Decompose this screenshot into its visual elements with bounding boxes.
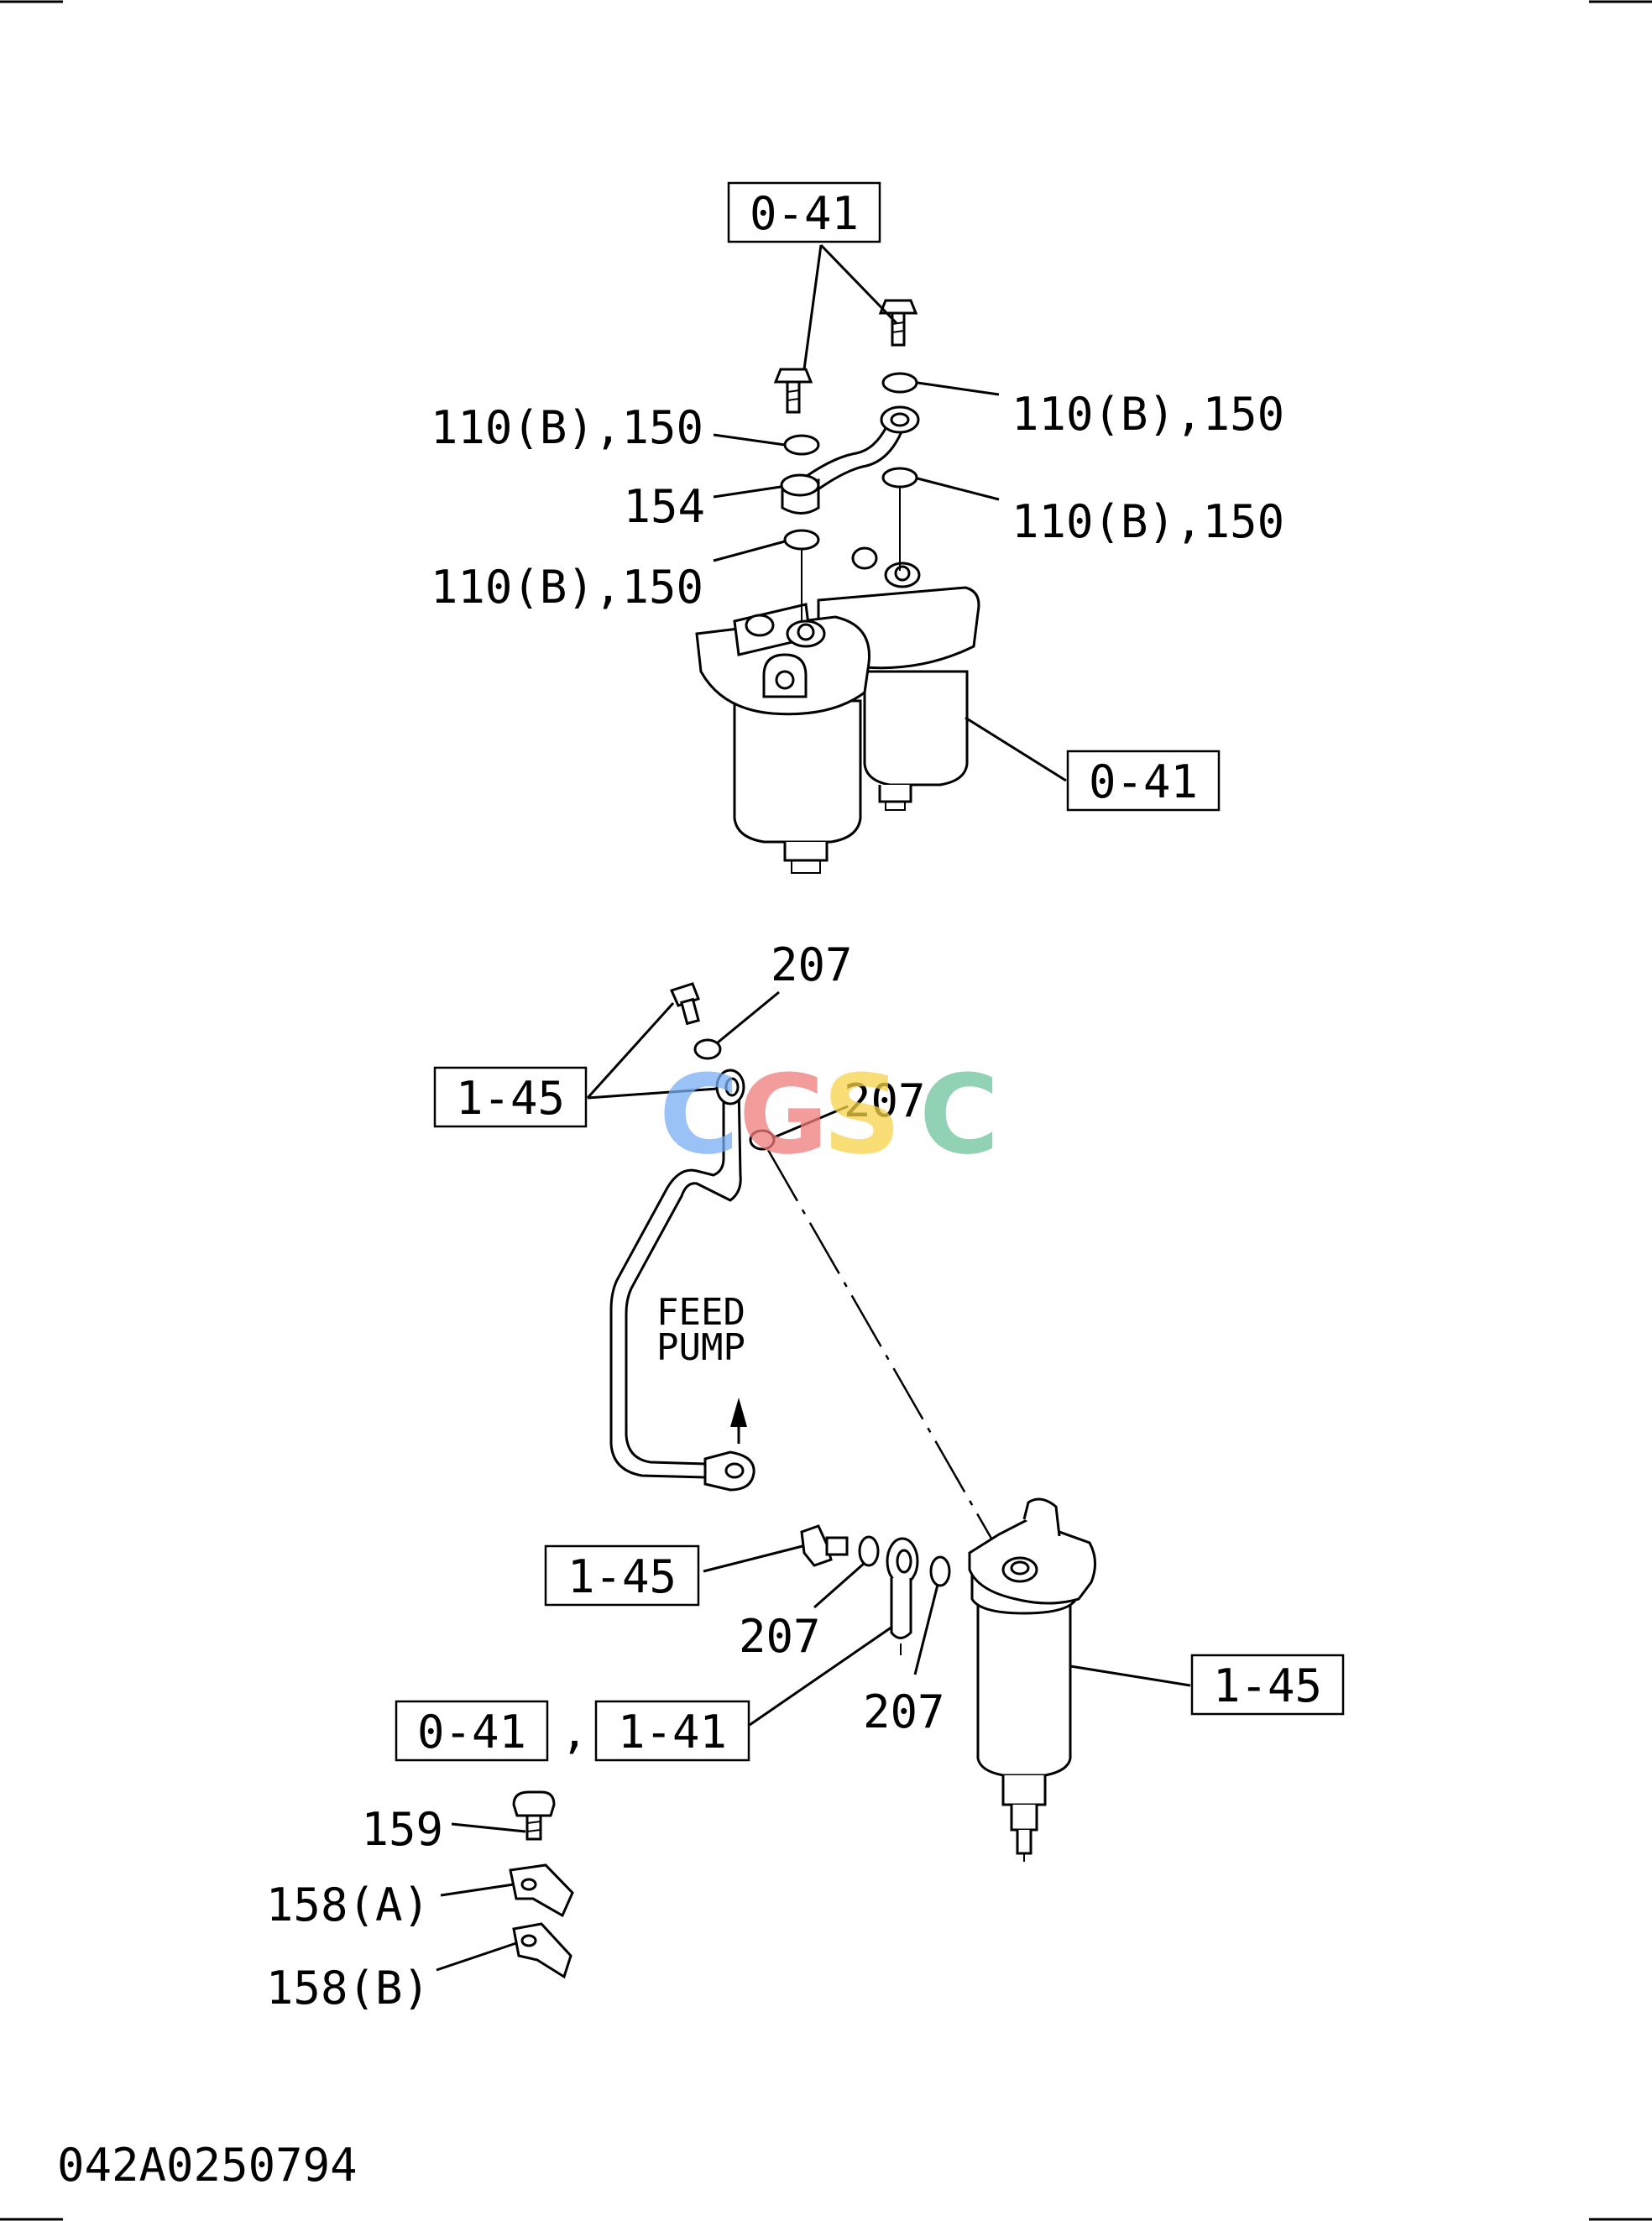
washer-icon <box>783 434 820 456</box>
washer-icon <box>929 1555 951 1587</box>
svg-text:1-45: 1-45 <box>456 1072 565 1125</box>
lower-assembly: FEED PUMP <box>266 938 1345 2015</box>
bolt-159-icon <box>512 1790 556 1841</box>
banjo-bolt-icon <box>800 1524 849 1567</box>
svg-text:1-45: 1-45 <box>1213 1659 1322 1712</box>
upper-assembly: 0-41 0-41 110(B),150 110(B),150 154 110(… <box>431 181 1284 874</box>
ref-box-filter: 1-45 <box>1190 1654 1345 1716</box>
callout-158a: 158(A) <box>266 1879 430 1931</box>
svg-text:0-41: 0-41 <box>1089 755 1198 808</box>
water-separator-filter-icon <box>968 1497 1096 1862</box>
upper-leaders <box>713 243 1067 782</box>
washer-icon <box>783 529 820 551</box>
document-id: 042A0250794 <box>57 2139 358 2192</box>
front-fuel-filter <box>695 603 870 874</box>
watermark-letter-4: C <box>919 1051 999 1178</box>
bracket-a-icon <box>509 1863 574 1918</box>
callout-left-upper: 110(B),150 <box>431 401 703 454</box>
svg-text:1-45: 1-45 <box>567 1550 677 1603</box>
bolt-left-icon <box>773 368 813 414</box>
callout-207-mid: 207 <box>844 1074 926 1127</box>
ref-box-fitting-b: 1-41 <box>594 1700 750 1762</box>
banjo-fitting-icon <box>886 1537 919 1655</box>
ref-box-right: 0-41 <box>1066 750 1221 812</box>
washer-icon <box>693 1038 722 1060</box>
callout-left-lower: 110(B),150 <box>431 561 703 614</box>
bolt-right-icon <box>878 299 918 347</box>
arrow-up-icon <box>730 1398 747 1444</box>
svg-text:0-41: 0-41 <box>750 187 859 240</box>
note-pump: PUMP <box>656 1326 745 1369</box>
callout-159: 159 <box>361 1803 443 1856</box>
callout-right-upper: 110(B),150 <box>1012 388 1284 441</box>
bracket-b-icon <box>512 1922 572 1979</box>
watermark-letter-2: G <box>739 1051 829 1178</box>
ref-box-bolt: 1-45 <box>544 1544 700 1607</box>
note-feed: FEED <box>656 1291 745 1334</box>
washer-icon <box>881 467 918 489</box>
callout-207-top: 207 <box>771 938 853 991</box>
svg-text:1-41: 1-41 <box>618 1706 727 1759</box>
callout-207-low-right: 207 <box>863 1685 945 1738</box>
callout-207-low-left: 207 <box>739 1610 821 1663</box>
callout-banjo: 154 <box>623 480 705 533</box>
watermark-logo: C G S C <box>659 1051 999 1178</box>
callout-right-lower: 110(B),150 <box>1012 495 1284 548</box>
watermark-letter-1: C <box>659 1051 739 1178</box>
washer-icon <box>881 372 918 394</box>
callout-158b: 158(B) <box>266 1962 430 2015</box>
ref-separator: , <box>561 1706 588 1759</box>
ref-box-pipe: 1-45 <box>433 1066 588 1128</box>
ref-box-fitting-a: 0-41 <box>395 1700 549 1762</box>
lower-leaders <box>436 990 1191 1972</box>
banjo-pipe-icon <box>780 405 920 515</box>
washer-icon <box>858 1535 880 1567</box>
feed-pump-pipe-icon <box>609 1069 755 1492</box>
ref-box-top: 0-41 <box>727 181 881 243</box>
watermark-letter-3: S <box>823 1051 902 1178</box>
svg-text:0-41: 0-41 <box>417 1706 526 1759</box>
pipe-bolt-icon <box>669 982 700 1026</box>
washer-icon <box>749 1129 776 1151</box>
